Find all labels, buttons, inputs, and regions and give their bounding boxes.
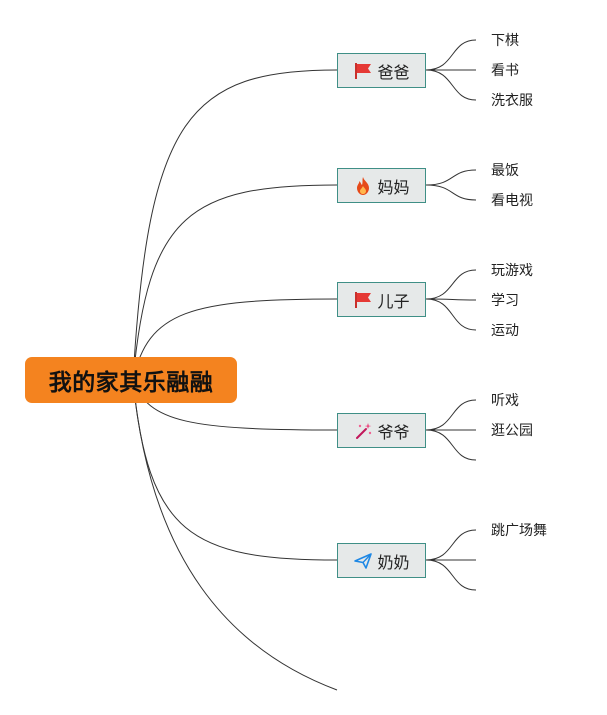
branch-connector: [132, 184, 338, 381]
subtopic-connector: [425, 298, 477, 301]
subtopic-item[interactable]: 玩游戏: [491, 263, 533, 279]
topic-grandpa[interactable]: 爷爷: [337, 413, 426, 448]
central-topic[interactable]: 我的家其乐融融: [25, 357, 237, 403]
subtopic-item[interactable]: 洗衣服: [491, 93, 533, 109]
branch-connector: [132, 69, 338, 381]
subtopic-connector: [425, 399, 477, 431]
topic-label: 奶奶: [377, 552, 410, 572]
topic-label: 妈妈: [377, 177, 410, 197]
magic-wand-icon: [353, 421, 373, 441]
topic-label: 儿子: [377, 291, 410, 311]
subtopic-item[interactable]: 运动: [491, 323, 519, 339]
subtopic-item[interactable]: 学习: [491, 293, 519, 309]
subtopic-connector: [425, 529, 477, 561]
branch-connector: [132, 298, 338, 381]
subtopic-item[interactable]: 最饭: [491, 163, 519, 179]
subtopic-connector: [425, 559, 477, 591]
subtopic-connector: [425, 69, 477, 101]
subtopic-connector: [425, 298, 477, 331]
branch-connector: [132, 379, 338, 561]
branch-connector: [132, 379, 338, 691]
topic-label: 爷爷: [377, 422, 410, 442]
subtopic-item[interactable]: 看书: [491, 63, 519, 79]
topic-label: 爸爸: [377, 62, 410, 82]
subtopic-connector: [425, 169, 477, 186]
subtopic-connector: [425, 184, 477, 201]
subtopic-connector: [425, 269, 477, 300]
fire-icon: [353, 176, 373, 196]
subtopic-item[interactable]: 听戏: [491, 393, 519, 409]
subtopic-item[interactable]: 看电视: [491, 193, 533, 209]
red-flag-icon: [353, 290, 373, 310]
subtopic-connector: [425, 429, 477, 461]
subtopic-connector: [425, 39, 477, 71]
subtopic-item[interactable]: 下棋: [491, 33, 519, 49]
topic-grandma[interactable]: 奶奶: [337, 543, 426, 578]
topic-mom[interactable]: 妈妈: [337, 168, 426, 203]
topic-dad[interactable]: 爸爸: [337, 53, 426, 88]
paper-plane-icon: [353, 551, 373, 571]
topic-son[interactable]: 儿子: [337, 282, 426, 317]
subtopic-item[interactable]: 逛公园: [491, 423, 533, 439]
red-flag-icon: [353, 61, 373, 81]
subtopic-item[interactable]: 跳广场舞: [491, 523, 547, 539]
